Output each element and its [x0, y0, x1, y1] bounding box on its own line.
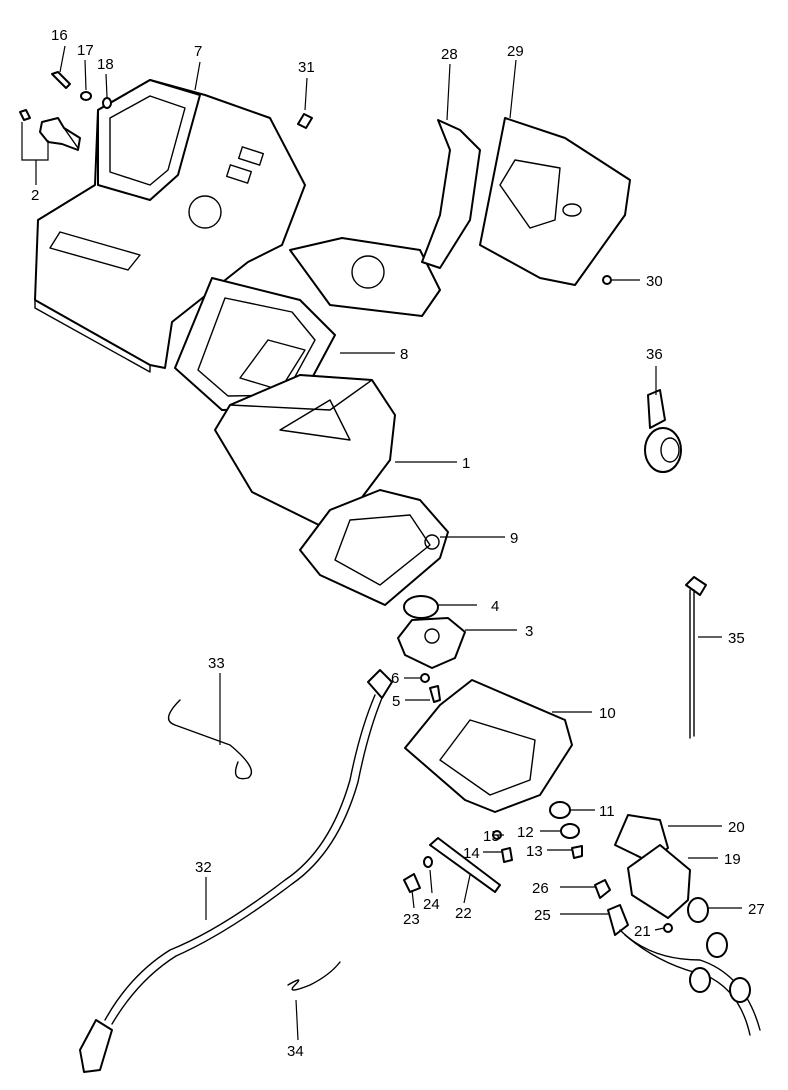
callout-16: 16: [51, 27, 68, 44]
part-2-trip-knob: [19, 109, 81, 151]
part-10-bracket: [404, 679, 573, 813]
part-19-socket: [627, 844, 691, 919]
part-31-screw: [297, 113, 313, 129]
callout-6: 6: [391, 670, 399, 687]
callout-24: 24: [423, 896, 440, 913]
callout-29: 29: [507, 43, 524, 60]
part-32-speedometer-cable: [79, 669, 393, 1073]
part-21-screw: [663, 923, 673, 933]
part-12-cushion: [560, 823, 580, 839]
callout-21: 21: [634, 923, 651, 940]
part-27-bulb: [687, 897, 709, 923]
callout-30: 30: [646, 273, 663, 290]
part-36-clamp: [644, 389, 682, 473]
callout-31: 31: [298, 59, 315, 76]
callout-28: 28: [441, 46, 458, 63]
leader-lines: [21, 45, 742, 1041]
callout-35: 35: [728, 630, 745, 647]
callout-34: 34: [287, 1043, 304, 1060]
part-14-screw: [501, 847, 513, 863]
callout-33: 33: [208, 655, 225, 672]
part-4-o-ring: [403, 595, 439, 619]
callout-8: 8: [400, 346, 408, 363]
callout-13: 13: [526, 843, 543, 860]
callout-19: 19: [724, 851, 741, 868]
part-11-cushion: [549, 801, 571, 819]
callout-10: 10: [599, 705, 616, 722]
callout-22: 22: [455, 905, 472, 922]
part-7-meter-upper-case: [34, 79, 306, 373]
part-29-meter-cover: [479, 117, 631, 286]
part-33-wire-spring: [167, 699, 253, 780]
part-30-screw: [602, 275, 612, 285]
callout-20: 20: [728, 819, 745, 836]
callout-15: 15: [483, 828, 500, 845]
part-22-plate: [429, 837, 501, 893]
callout-5: 5: [392, 693, 400, 710]
part-13-nut: [571, 845, 583, 859]
callout-23: 23: [403, 911, 420, 928]
callout-25: 25: [534, 907, 551, 924]
callout-1: 1: [462, 455, 470, 472]
callout-11: 11: [599, 803, 615, 820]
callout-32: 32: [195, 859, 212, 876]
part-1-meter-lower-case: [214, 374, 396, 529]
callout-7: 7: [194, 43, 202, 60]
callout-9: 9: [510, 530, 518, 547]
part-16-screw: [51, 71, 71, 89]
part-26-bulb: [594, 879, 611, 899]
callout-labels: 16 17 18 7 2 31 28 29 30 36 8 1 9 4 3 35…: [31, 27, 765, 1060]
callout-2: 2: [31, 187, 39, 204]
callout-17: 17: [77, 42, 94, 59]
part-6-washer: [420, 673, 430, 683]
callout-12: 12: [517, 824, 534, 841]
callout-26: 26: [532, 880, 549, 897]
callout-18: 18: [97, 56, 114, 73]
part-25-wire-harness: [607, 904, 761, 1036]
part-24-washer: [423, 856, 433, 868]
part-23-screw: [403, 873, 421, 893]
callout-3: 3: [525, 623, 533, 640]
part-17-washer: [80, 91, 92, 101]
callout-36: 36: [646, 346, 663, 363]
callout-27: 27: [748, 901, 765, 918]
part-28-meter-bracket-arm: [289, 119, 481, 317]
part-18-washer: [102, 97, 112, 109]
callout-14: 14: [463, 845, 480, 862]
part-34-clip: [287, 961, 341, 991]
part-5-screw: [429, 685, 441, 703]
part-35-tie-band: [685, 576, 707, 739]
callout-4: 4: [491, 598, 499, 615]
part-9-meter-bracket: [299, 489, 449, 606]
part-3-speedo-gearbox: [397, 617, 466, 669]
